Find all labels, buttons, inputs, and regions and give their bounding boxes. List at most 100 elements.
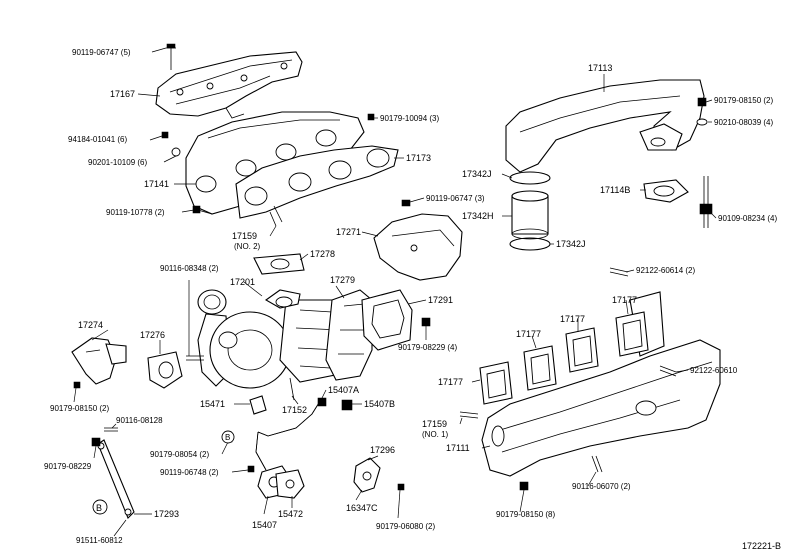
part-label: 15407 (252, 520, 277, 530)
part-label: (NO. 1) (422, 430, 449, 439)
part-label: 94184-01041 (6) (68, 135, 127, 144)
turbo-heat-insulator-part (373, 213, 463, 281)
part-number-labels: 90119-06747 (5) 17167 94184-01041 (6) 90… (44, 48, 777, 545)
elbow-gasket-part (361, 289, 413, 351)
part-label: 17293 (154, 509, 179, 519)
nut-icon (397, 483, 405, 491)
oil-pipe-gasket-part (249, 395, 267, 415)
part-label: 17201 (230, 277, 255, 287)
part-label: 15407A (328, 385, 359, 395)
turbocharger-part (197, 289, 347, 389)
part-label: 17113 (588, 63, 612, 73)
part-label: 17111 (446, 443, 470, 453)
part-label: 90179-08229 (4) (398, 343, 457, 352)
stud-part (104, 427, 118, 432)
part-label: 17279 (330, 275, 355, 285)
part-label: 17278 (310, 249, 335, 259)
hose-clamp-part (509, 171, 551, 185)
intake-gasket-part (479, 361, 513, 405)
part-label: 90201-10109 (6) (88, 158, 147, 167)
part-label: 17177 (516, 329, 541, 339)
part-label: 17342J (462, 169, 492, 179)
callout-letter: B (96, 503, 102, 513)
part-label: 90210-08039 (4) (714, 118, 773, 127)
nut-icon (73, 381, 81, 389)
part-label: 90116-06070 (2) (572, 482, 631, 491)
intake-gasket-part (615, 311, 649, 357)
part-label: 90179-06080 (2) (376, 522, 435, 531)
part-label: 17271 (336, 227, 361, 237)
part-label: 15471 (200, 399, 225, 409)
bolt-icon (401, 199, 411, 207)
washer-icon (171, 147, 181, 157)
part-label: 17114B (600, 185, 630, 195)
part-label: 17167 (110, 89, 135, 99)
callout-letter: B (225, 433, 230, 442)
part-label: 17152 (282, 405, 307, 415)
oil-pipe-part (255, 397, 323, 471)
figure-code: 172221-B (742, 541, 781, 551)
part-label: 17276 (140, 330, 165, 340)
part-label: 17159 (422, 419, 447, 429)
water-outlet-gasket-part (353, 457, 381, 493)
part-label: 17342H (462, 211, 494, 221)
hose-clamp-part (509, 237, 551, 251)
bolt-icon (166, 43, 176, 70)
intake-manifold-part (481, 291, 721, 477)
part-label: 17291 (428, 295, 453, 305)
part-label: 90119-06747 (3) (426, 194, 485, 203)
part-label: 17342J (556, 239, 586, 249)
pipe-gasket-hole (653, 185, 675, 197)
part-label: 17177 (612, 295, 637, 305)
nut-icon (91, 437, 101, 447)
oil-return-gasket-part (275, 469, 305, 499)
bolt-part (197, 209, 213, 215)
part-label: 90179-08150 (8) (496, 510, 555, 519)
part-label: 17177 (560, 314, 585, 324)
flex-sleeve-part (511, 190, 549, 240)
stud-part (269, 205, 283, 227)
part-label: 90109-08234 (4) (718, 214, 777, 223)
outlet-elbow-part (71, 337, 127, 385)
nut-icon (161, 131, 169, 139)
intake-gasket-part (565, 327, 599, 373)
callout-b: B (221, 430, 235, 444)
callout-b: B (92, 499, 108, 515)
part-label: 90116-08128 (116, 416, 163, 425)
part-label: 90119-10778 (2) (106, 208, 165, 217)
part-label: 90179-08054 (2) (150, 450, 209, 459)
stud-part (459, 411, 479, 419)
part-label: 17173 (406, 153, 431, 163)
part-label: 17159 (232, 231, 257, 241)
leader-lines (73, 47, 717, 537)
nut-icon (697, 97, 707, 107)
part-label: 90179-08229 (44, 462, 92, 471)
outlet-gasket-part (147, 351, 183, 389)
intake-gasket-part (523, 345, 557, 391)
part-label: 15407B (364, 399, 395, 409)
stay-bracket-part (97, 439, 135, 519)
nut-icon (367, 113, 375, 121)
union-bolt-icon (341, 399, 353, 411)
part-label: 90179-08150 (2) (714, 96, 773, 105)
part-label: 17177 (438, 377, 463, 387)
part-label: 16347C (346, 503, 378, 513)
part-label: 92122-60614 (2) (636, 266, 695, 275)
stud-part (659, 365, 677, 377)
nut-icon (192, 205, 201, 214)
stud-part (609, 267, 629, 277)
part-label: 90179-10094 (3) (380, 114, 439, 123)
exhaust-elbow-part (325, 289, 373, 381)
part-label: 17141 (144, 179, 169, 189)
nut-icon (519, 481, 529, 491)
turbo-inlet-gasket-part (253, 253, 305, 275)
heat-insulator-part (155, 51, 303, 119)
part-label: 90119-06748 (2) (160, 468, 219, 477)
part-label: 90119-06747 (5) (72, 48, 131, 57)
part-label: 90116-08348 (2) (160, 264, 219, 273)
union-bolt-icon (317, 397, 327, 407)
manifold-gasket-part (235, 145, 399, 219)
part-label: (NO. 2) (234, 242, 261, 251)
stud-part (289, 377, 295, 401)
